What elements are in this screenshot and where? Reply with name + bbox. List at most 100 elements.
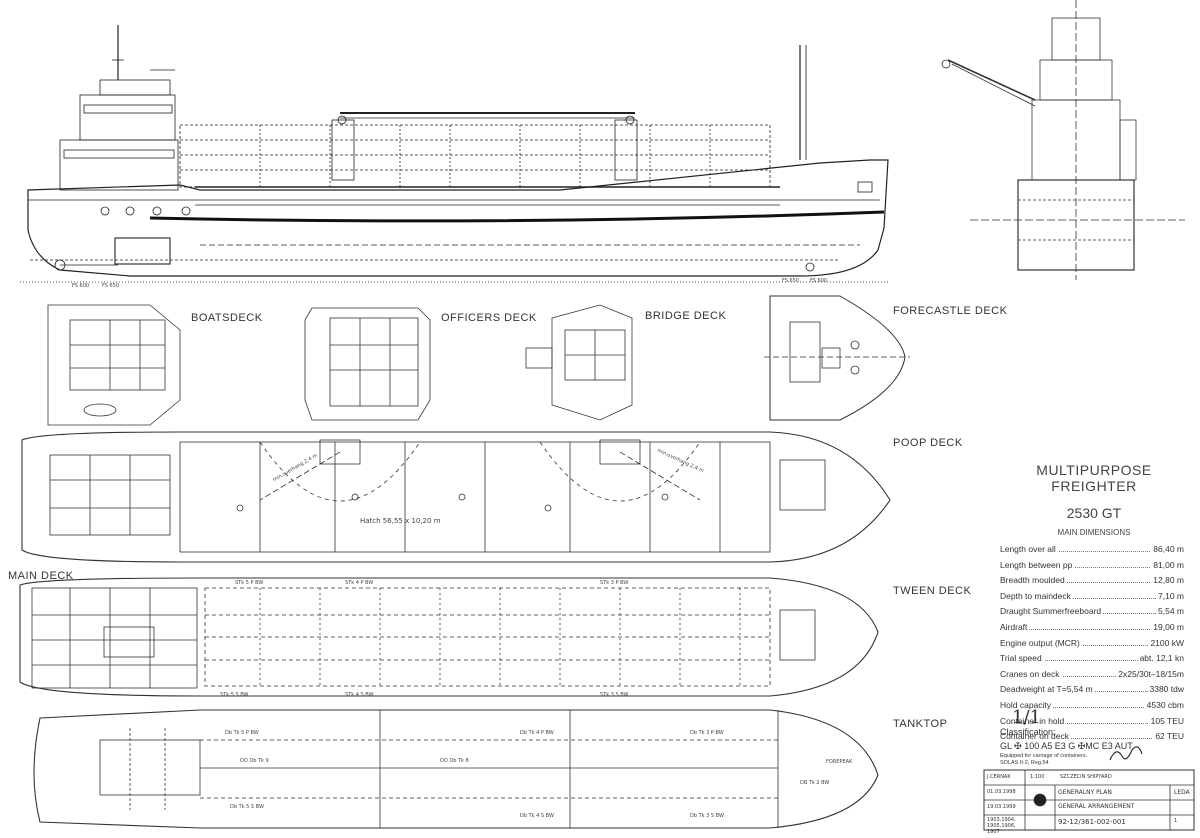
hatch-label: Hatch 56,55 x 10,20 m [360,517,441,525]
ship-type-line1: MULTIPURPOSE [1036,462,1152,478]
forecastle-deck-plan [764,295,910,421]
tank-label: Db Tk 3 S BW [690,813,724,819]
title-box-date: 01.03.1998 [987,789,1016,795]
dimension-value: 3380 tdw [1147,684,1186,695]
dimension-name: Container on deck [998,731,1071,742]
classification-label: Classification: [1000,727,1056,737]
title-box-yard: SZCZECIN SHIPYARD [1060,774,1112,780]
frame-mark: FS 650 [782,278,800,284]
dimension-name: Length over all [998,544,1058,554]
label-main-deck: MAIN DECK [8,570,74,582]
leader-dots [998,707,1186,708]
tank-label: FOREPEAK [826,759,853,765]
handwritten-mark: 1/1 [1012,707,1041,728]
gross-tonnage: 2530 GT [1066,505,1122,521]
leader-dots [998,597,1186,599]
leader-dots [998,566,1186,568]
leader-dots [998,629,1186,630]
officers-deck-plan [304,307,431,421]
tank-label: STk 4 S BW [345,692,374,698]
main-dimensions-heading: MAIN DIMENSIONS [1057,528,1131,537]
label-tanktop: TANKTOP [893,718,948,730]
dimension-value: abt. 12,1 kn [1137,653,1186,664]
leader-dots [998,722,1186,724]
tank-label: STk 4 P BW [345,580,374,586]
title-box-date: 19.03.1999 [987,804,1016,810]
title-box-ship: LEDA [1174,789,1190,796]
leader-dots [998,675,1186,677]
signature [1109,746,1143,761]
poop-deck-plan [21,431,891,563]
label-bridge-deck: BRIDGE DECK [645,310,727,322]
dimension-row: Hold capacity 4530 cbm [998,700,1186,713]
tank-label: STk 3 P BW [600,580,629,586]
dimension-value: 5,54 m [1156,606,1186,617]
tank-label: STk 3 S BW [600,692,629,698]
tank-label: Db Tk 4 P BW [520,730,554,736]
leader-dots [998,660,1186,662]
dimension-value: 105 TEU [1148,715,1186,726]
leader-dots [998,644,1186,646]
classification-note: SOLAS II-2, Reg.54 [1000,760,1049,766]
label-forecastle-deck: FORECASTLE DECK [893,305,1008,317]
dimension-name: Cranes on deck [998,668,1062,679]
front-view [941,0,1185,280]
dimension-name: Draught Summerfreeboard [998,606,1104,617]
dimension-name: Container in hold [998,715,1067,726]
classification-note: Equipped for carriage of containers. [1000,753,1088,759]
dimension-row: Length over all 86,40 m [998,544,1186,557]
leader-dots [998,551,1186,552]
label-officers-deck: OFFICERS DECK [441,312,537,324]
dimension-row: Length between pp 81,00 m [998,559,1186,573]
title-box-sheet: 1 [1174,818,1178,824]
frame-mark: FS 600 [72,283,90,289]
label-boatsdeck: BOATSDECK [191,312,263,324]
tank-label: STk 5 P BW [235,580,264,586]
tank-label: Db Tk 4 S BW [520,813,554,819]
title-box-name-en: GENERAL ARRANGEMENT [1058,803,1135,810]
tank-label: Db Tk 5 P BW [225,730,259,736]
dimension-row: Engine output (MCR) 2100 kW [998,637,1186,651]
dimension-row: Draught Summerfreeboard 5,54 m [998,606,1186,619]
tank-label: Db Tk 3 P BW [690,730,724,736]
dimension-row: Airdraft 19,00 m [998,622,1186,635]
title-box-number: 92-12/361-002-001 [1058,818,1126,826]
dimension-name: Engine output (MCR) [998,637,1082,648]
tank-label: DB Tk 2 BW [800,780,830,786]
dimension-value: 4530 cbm [1144,700,1186,710]
tween-deck-plan [19,577,879,697]
dimension-value: 86,40 m [1151,544,1186,554]
dimension-name: Deadweight at T=5,54 m [998,684,1095,695]
dimension-name: Trial speed [998,653,1044,664]
dimension-name: Airdraft [998,622,1030,632]
dimension-value: 2100 kW [1148,637,1186,648]
dimension-name: Hold capacity [998,700,1054,710]
dimension-name: Depth to maindeck [998,590,1073,601]
ship-type-line2: FREIGHTER [1051,478,1137,494]
leader-dots [998,582,1186,584]
dimension-value: 7,10 m [1156,590,1186,601]
frame-mark: FS 600 [810,278,828,284]
dimension-row: Container in hold 105 TEU [998,715,1186,729]
dimension-value: 62 TEU [1153,731,1186,742]
bridge-deck-plan [525,304,633,421]
tank-label: STk 5 S BW [220,692,249,698]
tank-label: DO Db Tk 9 [240,758,269,764]
classification-notation: GL ✠ 100 A5 E3 G ✠MC E3 AUT [1000,741,1133,751]
title-box-scale: 1:100 [1030,774,1045,780]
dimension-name: Length between pp [998,559,1075,570]
title-box-drawn: J.CERNAK [987,774,1011,780]
tanktop-plan [33,709,879,829]
tank-label: DO Db Tk 8 [440,758,469,764]
dimension-row: Trial speed abt. 12,1 kn [998,653,1186,666]
dimension-row: Container on deck 62 TEU [998,731,1186,744]
dimension-value: 81,00 m [1151,559,1186,570]
label-poop-deck: POOP DECK [893,437,963,449]
dimension-value: 19,00 m [1151,622,1186,632]
leader-dots [998,738,1186,740]
title-block-frame [983,769,1195,831]
frame-mark: FS 650 [102,283,120,289]
